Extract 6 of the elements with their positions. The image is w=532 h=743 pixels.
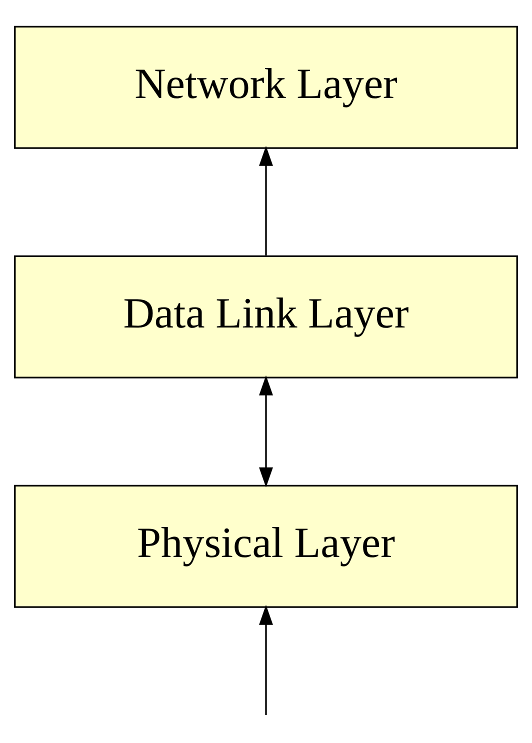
node-box: Physical Layer [14,484,518,608]
arrow [259,375,273,488]
node-box: Data Link Layer [14,255,518,378]
node-box: Network Layer [14,26,518,149]
arrow [259,604,273,715]
arrow [259,146,273,256]
